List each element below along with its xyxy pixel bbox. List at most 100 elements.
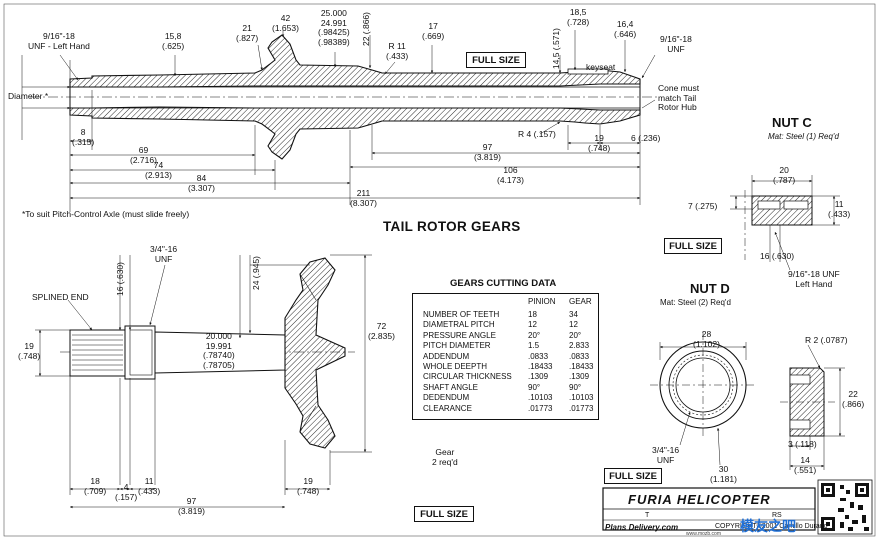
dim-r4: R 4 (.157): [518, 129, 556, 139]
dim-16-pinion: 16 (.630): [115, 262, 125, 297]
nut-d-drawing: [650, 332, 835, 438]
text: (.669): [422, 30, 445, 41]
nut-c-material: Mat: Steel (1) Req'd: [768, 132, 839, 141]
nut-d-title: NUT D: [690, 281, 730, 296]
table-cell: .10103: [528, 393, 553, 403]
nut-d-dim-3: 3 (.118): [788, 439, 817, 449]
text: Left Hand: [795, 278, 833, 289]
dim-106: 106(4.173): [497, 165, 524, 185]
nut-d-material: Mat: Steel (2) Req'd: [660, 298, 731, 307]
table-row-label: CLEARANCE: [423, 403, 472, 413]
text: 18,5: [569, 7, 587, 17]
text: 11: [144, 476, 154, 486]
dim-r11: R 11(.433): [386, 41, 408, 61]
table-cell: .18433: [528, 362, 553, 371]
text: UNF - Left Hand: [28, 40, 90, 51]
table-cell: 12: [528, 320, 537, 330]
page-title: TAIL ROTOR GEARS: [383, 219, 521, 234]
plans-delivery-label: Plans Delivery.com: [605, 523, 679, 532]
table-row-label: WHOLE DEEPTH: [423, 362, 488, 371]
keyseat-slot: [567, 68, 609, 75]
dim-17: 17(.669): [422, 21, 445, 41]
text: 20.000: [205, 331, 232, 341]
table-cell: .0833: [528, 351, 549, 361]
table-cell: .0833: [569, 351, 590, 361]
nut-d-dim-28: 28(1.102): [693, 329, 720, 349]
text: (.98389): [318, 36, 350, 47]
text: UNF: [667, 43, 685, 54]
text: (.728): [567, 16, 590, 27]
nut-c-section: [751, 195, 813, 226]
text: 74: [153, 160, 164, 170]
text: (2.913): [145, 169, 172, 180]
table-cell: .01773: [528, 403, 553, 413]
table-row-label: NUMBER OF TEETH: [423, 310, 500, 319]
watermark-text: 模友之吧: [740, 519, 796, 535]
table-cell: 90°: [569, 382, 582, 392]
text: 97: [186, 496, 197, 506]
text: 16,4: [616, 19, 634, 29]
dim-72-pinion: 72(2.835): [368, 321, 395, 341]
text: (.787): [773, 174, 796, 185]
table-header-gear: GEAR: [569, 297, 592, 306]
nut-d-dim-14: 14(.551): [794, 455, 817, 475]
brand-title: FURIA HELICOPTER: [628, 492, 771, 507]
text: (.433): [828, 208, 851, 219]
text: (3.307): [188, 182, 215, 193]
dim-19b-pinion: 19(.748): [297, 476, 319, 496]
watermark-url: www.mozb.com: [686, 531, 722, 537]
text: 2 req'd: [432, 456, 458, 467]
dim-84: 84(3.307): [188, 173, 215, 193]
full-size-badge-nut-d: FULL SIZE: [604, 468, 662, 484]
sheet-border: [3, 3, 876, 537]
text: 9/16"-18: [43, 31, 75, 41]
nut-d-dim-22: 22(.866): [842, 389, 864, 409]
text: Cone must: [658, 83, 700, 93]
text: 19: [594, 133, 604, 143]
text: (1.653): [272, 22, 299, 33]
text: 42: [280, 13, 291, 23]
nut-c-drawing: [744, 190, 813, 260]
dim-18-5: 18,5(.728): [567, 7, 590, 27]
text: match Tail: [658, 92, 697, 103]
text: 11: [834, 199, 844, 209]
table-cell: .18433: [569, 362, 594, 371]
text: (.748): [588, 142, 611, 153]
full-size-badge-shaft: FULL SIZE: [466, 52, 526, 68]
text: (.157): [115, 491, 138, 502]
text: 22: [848, 389, 858, 399]
table-cell: .1309: [569, 372, 590, 382]
dim-211: 211(8.307): [350, 188, 377, 208]
text: (.78705): [203, 359, 235, 370]
table-row-label: PRESSURE ANGLE: [423, 330, 496, 340]
text: (.551): [794, 464, 817, 475]
dim-19-shaft: 19(.748): [588, 133, 611, 153]
text: 18: [90, 476, 100, 486]
text: 24.991: [320, 17, 347, 28]
text: (.709): [84, 485, 107, 496]
text: UNF: [656, 454, 675, 465]
text: 97: [482, 142, 493, 152]
text: 21: [242, 23, 252, 33]
nut-d-dimension-lines: [659, 342, 845, 470]
text: (2.835): [368, 330, 395, 341]
text: (.98425): [318, 27, 350, 37]
text: Rotor Hub: [658, 102, 697, 112]
table-cell: 20°: [528, 330, 541, 340]
splined-end-label: SPLINED END: [32, 292, 89, 302]
table-row-label: PITCH DIAMETER: [423, 341, 491, 351]
pinion-drawing: [60, 257, 355, 449]
text: (.78740): [203, 350, 235, 360]
copyright-label: COPYRIGHT©2001 Camillo Durano: [715, 523, 828, 530]
table-header-pinion: PINION: [528, 297, 556, 306]
